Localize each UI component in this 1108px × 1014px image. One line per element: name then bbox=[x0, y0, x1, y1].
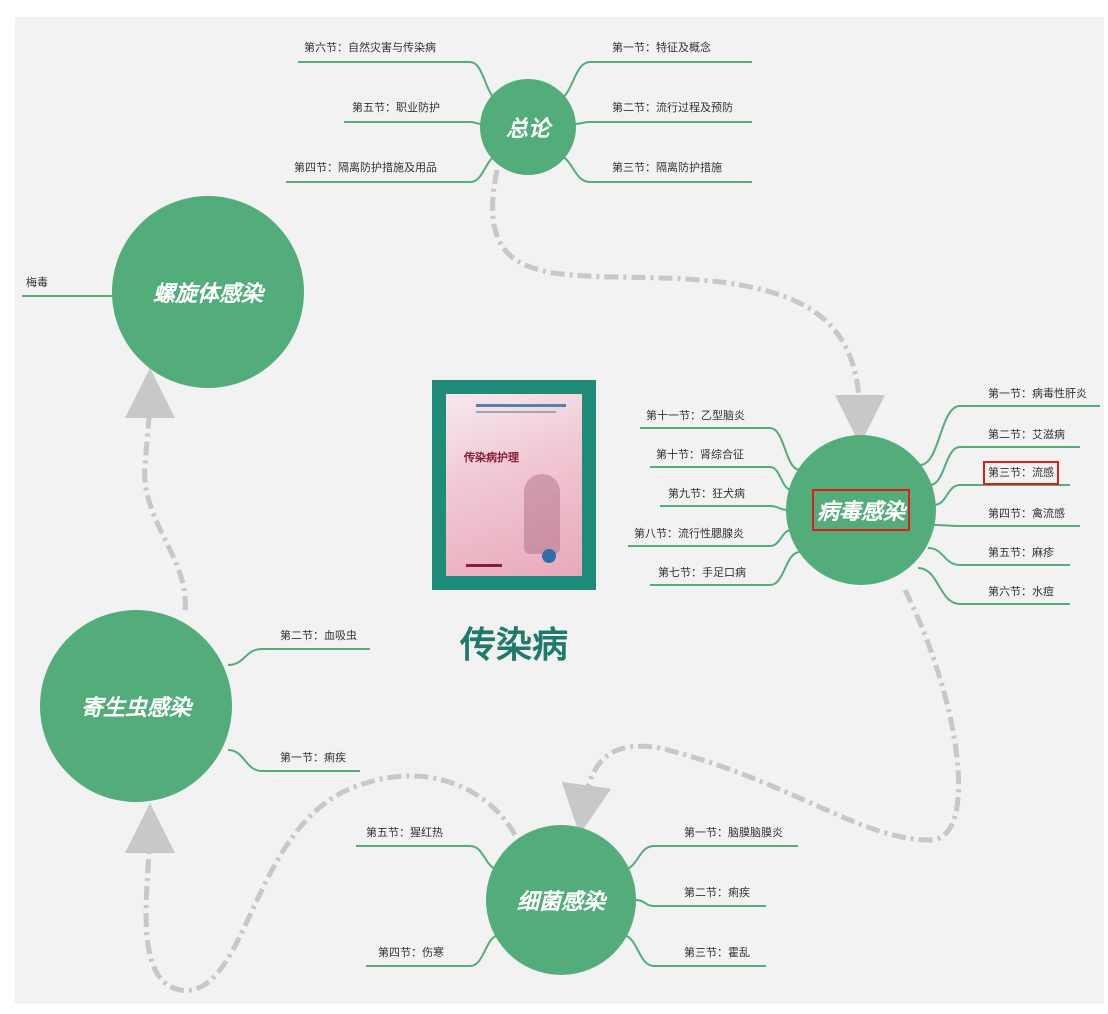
bacterial-right-item-3[interactable]: 第三节：霍乱 bbox=[684, 946, 750, 959]
bacterial-left-item-1[interactable]: 第五节：猩红热 bbox=[366, 826, 443, 839]
hub-viral[interactable]: 病毒感染 bbox=[786, 435, 936, 585]
flow-arrow-bacterial-to-parasitic bbox=[124, 773, 518, 993]
main-title: 传染病 bbox=[459, 625, 568, 666]
book-cover-publisher-mark bbox=[466, 564, 502, 567]
general-right-item-3[interactable]: 第三节：隔离防护措施 bbox=[612, 161, 722, 174]
viral-left-item-3[interactable]: 第九节：狂犬病 bbox=[668, 487, 745, 500]
branch-line-bacterial-right-1 bbox=[621, 845, 798, 871]
general-right-item-1[interactable]: 第一节：特征及概念 bbox=[612, 41, 711, 54]
book-cover-header-bar bbox=[476, 404, 566, 407]
general-right-item-2[interactable]: 第二节：流行过程及预防 bbox=[612, 101, 733, 114]
bacterial-right-item-1[interactable]: 第一节：脑膜脑膜炎 bbox=[684, 826, 783, 839]
branch-line-general-left-2 bbox=[344, 121, 483, 125]
viral-right-item-2[interactable]: 第二节：艾滋病 bbox=[988, 428, 1065, 441]
viral-left-item-4[interactable]: 第八节：流行性腮腺炎 bbox=[634, 527, 744, 540]
branch-line-viral-right-5 bbox=[927, 547, 1070, 566]
branch-line-viral-left-5 bbox=[650, 551, 801, 586]
viral-right-item-1[interactable]: 第一节：病毒性肝炎 bbox=[988, 387, 1087, 400]
hub-viral-label: 病毒感染 bbox=[811, 489, 911, 531]
branch-line-parasitic-right-1 bbox=[227, 648, 370, 666]
bacterial-left-item-2[interactable]: 第四节：伤寒 bbox=[378, 946, 444, 959]
spirochete-left-item-1[interactable]: 梅毒 bbox=[26, 276, 48, 289]
viral-right-item-4[interactable]: 第四节：禽流感 bbox=[988, 507, 1065, 520]
viral-left-item-1[interactable]: 第十一节：乙型脑炎 bbox=[646, 409, 745, 422]
hub-spirochete[interactable]: 螺旋体感染 bbox=[112, 196, 304, 388]
branch-line-viral-right-3 bbox=[933, 484, 1070, 506]
flow-arrow-general-to-viral bbox=[490, 169, 885, 445]
hub-parasitic[interactable]: 寄生虫感染 bbox=[40, 610, 232, 802]
branch-line-general-right-2 bbox=[573, 121, 752, 125]
general-left-item-1[interactable]: 第六节：自然灾害与传染病 bbox=[304, 41, 436, 54]
branch-line-general-left-1 bbox=[298, 61, 501, 101]
bacterial-right-item-2[interactable]: 第二节：痢疾 bbox=[684, 886, 750, 899]
branch-line-bacterial-right-2 bbox=[635, 899, 766, 907]
parasitic-right-item-2[interactable]: 第一节：痢疾 bbox=[280, 751, 346, 764]
viral-left-item-5[interactable]: 第七节：手足口病 bbox=[658, 566, 746, 579]
viral-left-item-2[interactable]: 第十节：肾综合征 bbox=[656, 448, 744, 461]
parasitic-right-item-1[interactable]: 第二节：血吸虫 bbox=[280, 629, 357, 642]
viral-right-item-5[interactable]: 第五节：麻疹 bbox=[988, 546, 1054, 559]
book-cover-seal bbox=[542, 549, 556, 563]
branch-line-viral-left-3 bbox=[660, 505, 789, 511]
general-left-item-3[interactable]: 第四节：隔离防护措施及用品 bbox=[294, 161, 437, 174]
branch-line-viral-right-6 bbox=[917, 567, 1070, 605]
hub-bacterial[interactable]: 细菌感染 bbox=[486, 825, 636, 975]
branch-line-viral-right-4 bbox=[933, 524, 1080, 527]
flow-arrow-viral-to-bacterial bbox=[561, 588, 962, 843]
book-cover-frame: 传染病护理 bbox=[432, 380, 596, 590]
general-left-item-2[interactable]: 第五节：职业防护 bbox=[352, 101, 440, 114]
branch-line-general-right-1 bbox=[555, 61, 752, 101]
viral-right-item-3-highlighted[interactable]: 第三节：流感 bbox=[983, 461, 1059, 485]
book-cover-title: 传染病护理 bbox=[464, 451, 519, 464]
book-cover-image: 传染病护理 bbox=[446, 394, 582, 576]
book-cover-subheader-bar bbox=[476, 411, 556, 413]
branch-line-viral-left-1 bbox=[640, 427, 801, 471]
viral-right-item-6[interactable]: 第六节：水痘 bbox=[988, 585, 1054, 598]
book-cover-figure bbox=[524, 474, 560, 554]
flow-arrow-parasitic-to-spirochete bbox=[124, 368, 188, 611]
branch-line-viral-right-1 bbox=[919, 405, 1100, 466]
hub-general[interactable]: 总论 bbox=[480, 79, 576, 175]
branch-line-parasitic-right-2 bbox=[227, 749, 360, 772]
branch-line-bacterial-left-1 bbox=[356, 845, 501, 871]
branch-line-viral-right-2 bbox=[929, 446, 1080, 486]
